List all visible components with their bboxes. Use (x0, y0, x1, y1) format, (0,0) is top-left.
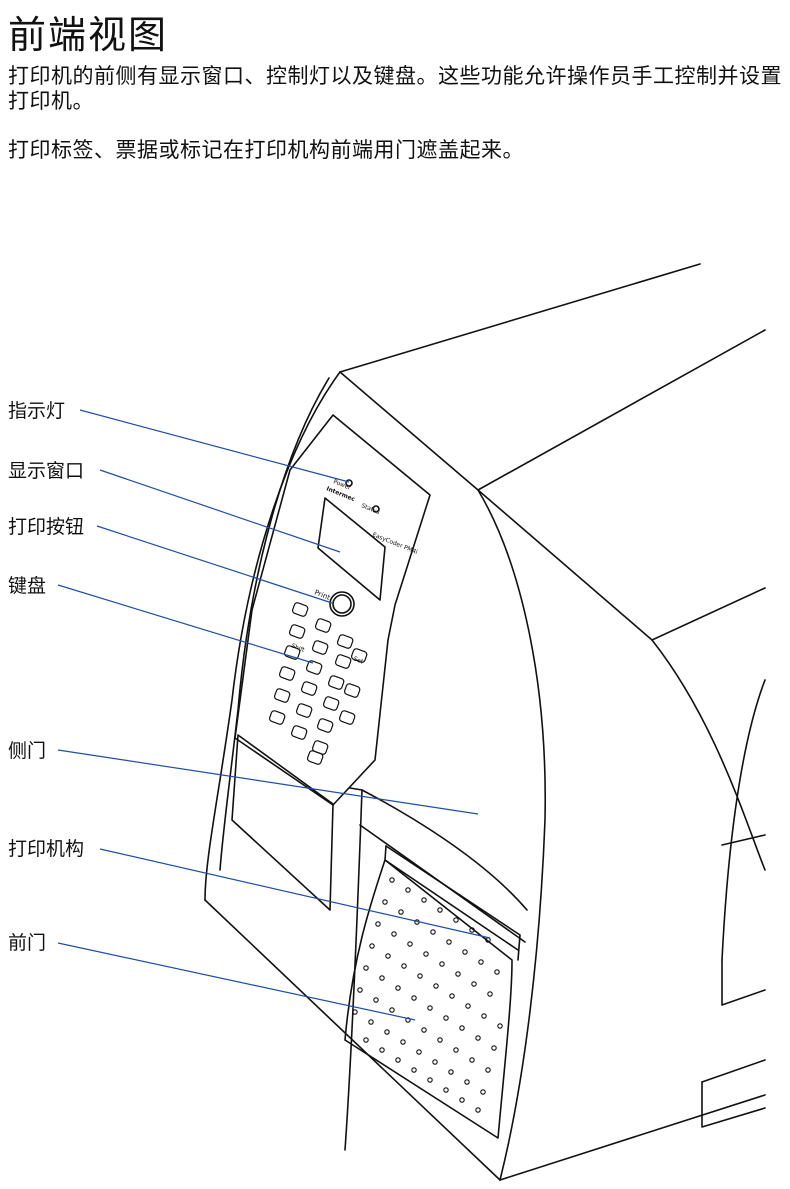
cover-paragraph: 打印标签、票据或标记在打印机构前端用门遮盖起来。 (8, 138, 524, 162)
panel-status-label: Status (360, 502, 380, 516)
display-window (317, 497, 386, 601)
leader-indicator-lights (79, 409, 350, 483)
panel-setup-label: Set (352, 655, 364, 665)
leader-print-button (96, 525, 333, 604)
keyboard-keys (268, 602, 368, 765)
page-title: 前端视图 (8, 13, 169, 57)
side-door (344, 787, 363, 1151)
leader-print-mechanism (99, 848, 491, 939)
callout-indicator-lights: 指示灯 (8, 400, 66, 422)
panel-model-label: EasyCoder PM4i (371, 531, 419, 556)
panel-shift-label: Shift (290, 642, 306, 654)
callout-print-button: 打印按钮 (8, 516, 85, 538)
callout-keyboard: 键盘 (8, 575, 47, 597)
callout-display-window: 显示窗口 (8, 460, 85, 482)
printer-front-contour (204, 371, 341, 901)
control-panel-frame (234, 414, 431, 806)
callout-leaders (57, 409, 491, 1021)
leader-front-door (57, 942, 416, 1021)
callout-front-door: 前门 (8, 932, 47, 954)
leader-display-window (99, 469, 341, 553)
intro-paragraph: 打印机的前侧有显示窗口、控制灯以及键盘。这些功能允许操作员手工控制并设置打印机。 (8, 64, 782, 113)
status-indicator-icon (372, 505, 380, 513)
front-door-perforations (352, 877, 503, 1113)
leader-side-door (57, 749, 479, 815)
print-mechanism (385, 845, 521, 961)
power-indicator-icon (345, 479, 353, 487)
callout-side-door: 侧门 (8, 740, 47, 762)
callout-print-mechanism: 打印机构 (8, 838, 85, 860)
leader-keyboard (57, 584, 314, 664)
print-button (329, 591, 355, 617)
front-door (344, 859, 513, 1139)
printer-top-surface (339, 263, 701, 373)
